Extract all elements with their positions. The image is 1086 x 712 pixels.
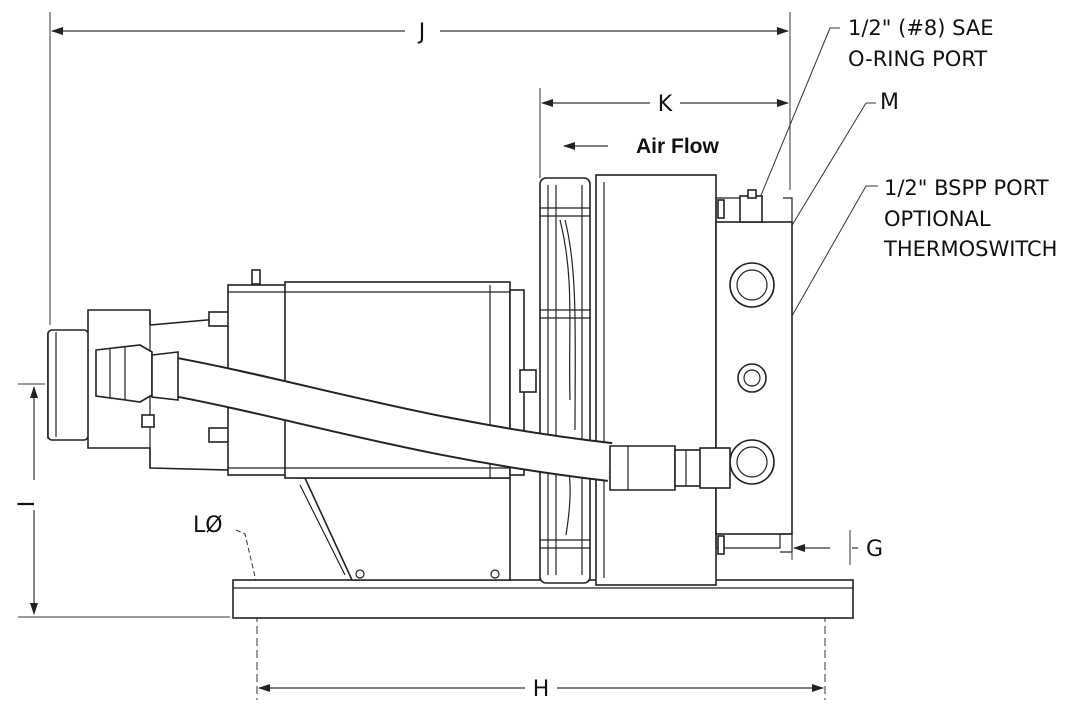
dimension-i: I — [15, 383, 230, 618]
hose-fitting-left — [95, 344, 153, 403]
motor-mount — [295, 477, 511, 581]
bspp-port — [737, 363, 767, 393]
dimension-l-diameter: LØ — [193, 513, 258, 586]
sae-port-line2: O-RING PORT — [848, 47, 987, 71]
hydraulic-hose — [95, 344, 731, 491]
air-flow-label: Air Flow — [636, 135, 719, 158]
heat-exchanger-core — [595, 174, 717, 586]
bspp-port-line2: OPTIONAL — [884, 207, 991, 231]
dim-j-label: J — [417, 20, 426, 45]
dim-l-label: LØ — [193, 513, 223, 538]
callout-bspp-port: 1/2" BSPP PORT OPTIONAL THERMOSWITCH — [759, 176, 1057, 373]
dim-k-label: K — [658, 92, 673, 117]
sae-port-fitting — [739, 195, 763, 223]
hose-ferrule-right — [609, 445, 676, 491]
sae-port-line1: 1/2" (#8) SAE — [848, 16, 994, 40]
dim-g-label: G — [866, 537, 883, 562]
callout-sae-port: 1/2" (#8) SAE O-RING PORT — [756, 16, 994, 206]
dim-i-label: I — [15, 501, 40, 508]
manifold — [715, 189, 793, 555]
air-flow-indicator: Air Flow — [563, 135, 719, 158]
bspp-port-line3: THERMOSWITCH — [883, 237, 1057, 261]
base-plate — [232, 579, 854, 619]
dim-m-label: M — [880, 90, 899, 115]
dimension-k: K — [539, 88, 789, 178]
fan-guard — [539, 177, 591, 584]
dim-h-label: H — [533, 677, 550, 702]
bspp-port-line1: 1/2" BSPP PORT — [884, 176, 1049, 200]
dimension-j: J — [49, 12, 791, 325]
dimension-g: G — [791, 530, 883, 565]
